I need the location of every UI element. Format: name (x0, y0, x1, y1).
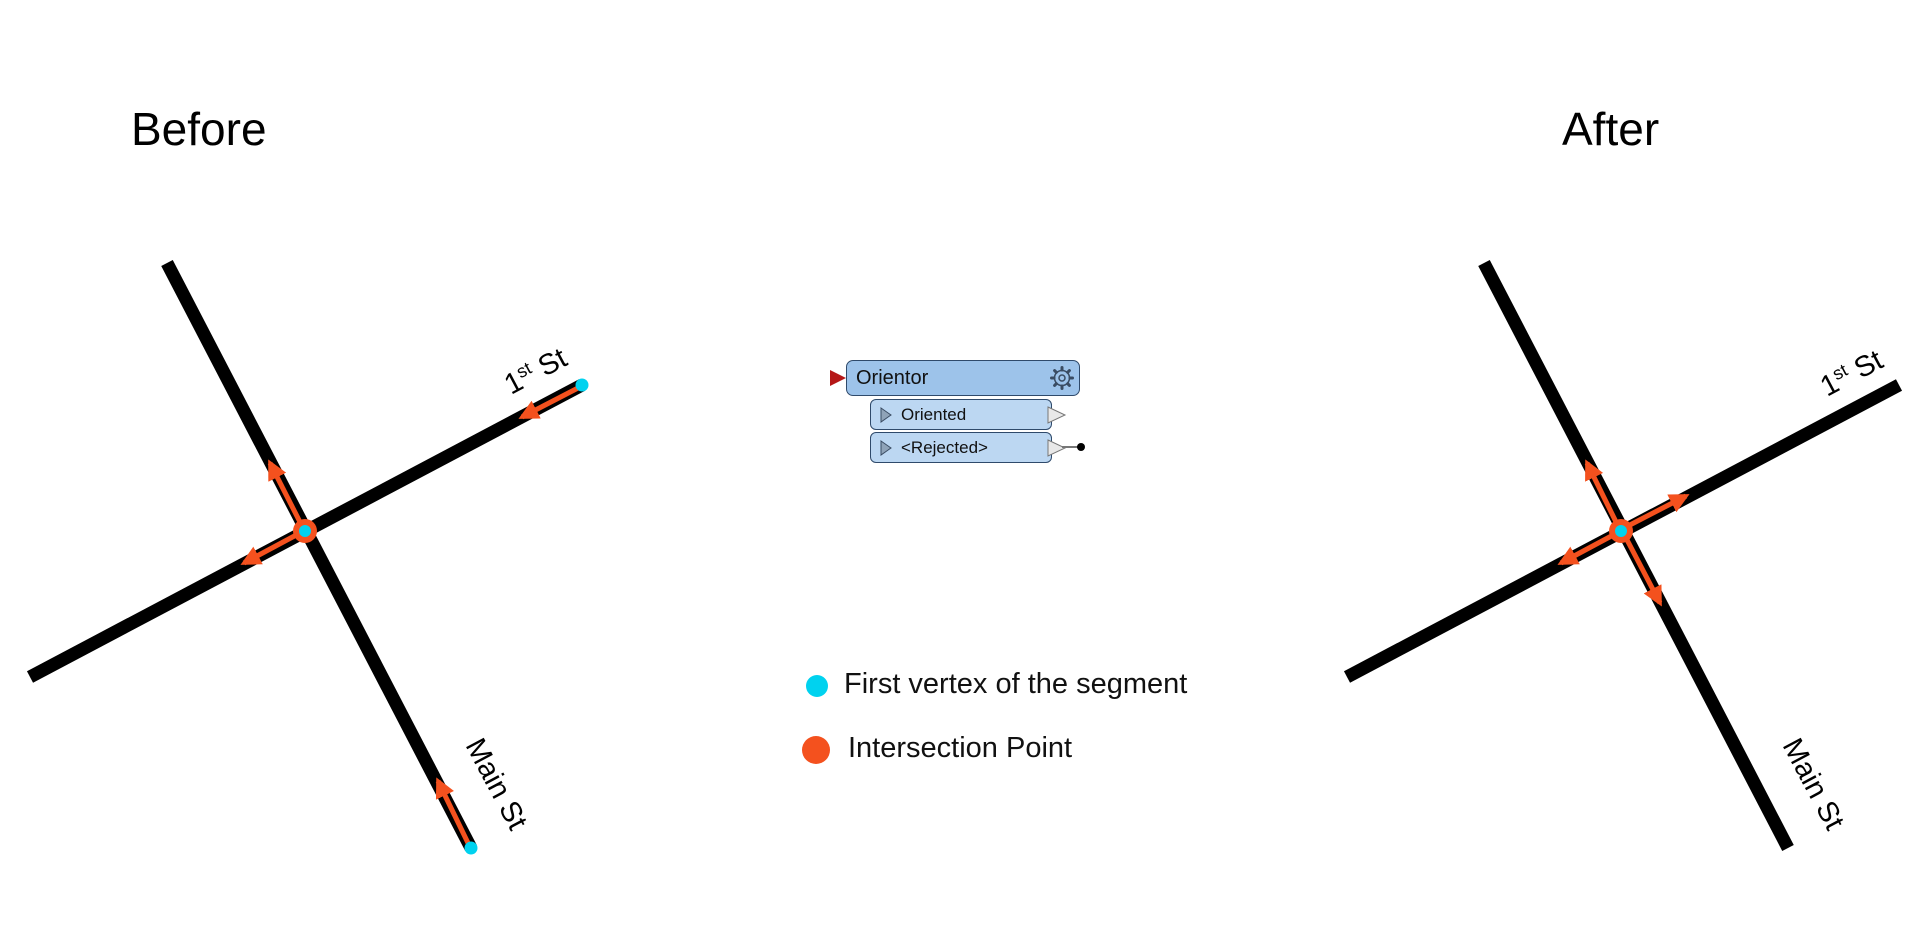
port-oriented[interactable]: Oriented (870, 399, 1067, 430)
after-main-st-label: Main St (1776, 733, 1850, 835)
before-main-st-label: Main St (459, 733, 533, 835)
rejected-connector-dot[interactable] (1077, 443, 1085, 451)
before-arrow-main-st (435, 777, 471, 845)
after-arrow-east (1622, 493, 1690, 531)
rejected-connector-line (1062, 446, 1078, 448)
before-arrow-first-to-west (240, 530, 302, 566)
port-rejected-label: <Rejected> (901, 438, 988, 457)
input-port-icon[interactable] (830, 370, 846, 386)
triangle-right-icon (880, 407, 892, 423)
after-arrow-west (1557, 530, 1619, 566)
transformer-header[interactable]: Orientor (846, 360, 1080, 396)
triangle-right-icon (880, 440, 892, 456)
cyan-dot-icon (806, 675, 828, 697)
gear-icon[interactable] (1049, 365, 1075, 391)
after-title: After (1562, 103, 1660, 155)
after-arrow-north (1584, 459, 1622, 530)
before-title: Before (131, 103, 267, 155)
output-port-icon[interactable] (1047, 406, 1067, 424)
orientor-transformer[interactable]: Orientor Oriented (830, 358, 1090, 478)
port-rejected[interactable]: <Rejected> (870, 432, 1067, 463)
before-main-st-road (161, 260, 477, 851)
after-intersection-vertex (1615, 525, 1627, 537)
after-diagram: 1st St Main St (1343, 260, 1903, 851)
after-arrow-south (1622, 534, 1663, 607)
output-port-icon[interactable] (1047, 439, 1067, 457)
before-intersection-vertex (299, 525, 311, 537)
before-arrow-first-to-main-up (267, 459, 306, 530)
before-diagram: 1st St Main St (26, 260, 589, 855)
before-main-st-vertex (464, 841, 478, 855)
before-arrow-first-st (518, 385, 580, 420)
legend-intersection-label: Intersection Point (848, 732, 1073, 764)
port-oriented-label: Oriented (901, 405, 967, 424)
legend-first-vertex-label: First vertex of the segment (844, 668, 1188, 700)
transformer-name: Orientor (856, 367, 929, 389)
before-first-st-vertex (575, 378, 589, 392)
orange-dot-icon (802, 736, 830, 764)
